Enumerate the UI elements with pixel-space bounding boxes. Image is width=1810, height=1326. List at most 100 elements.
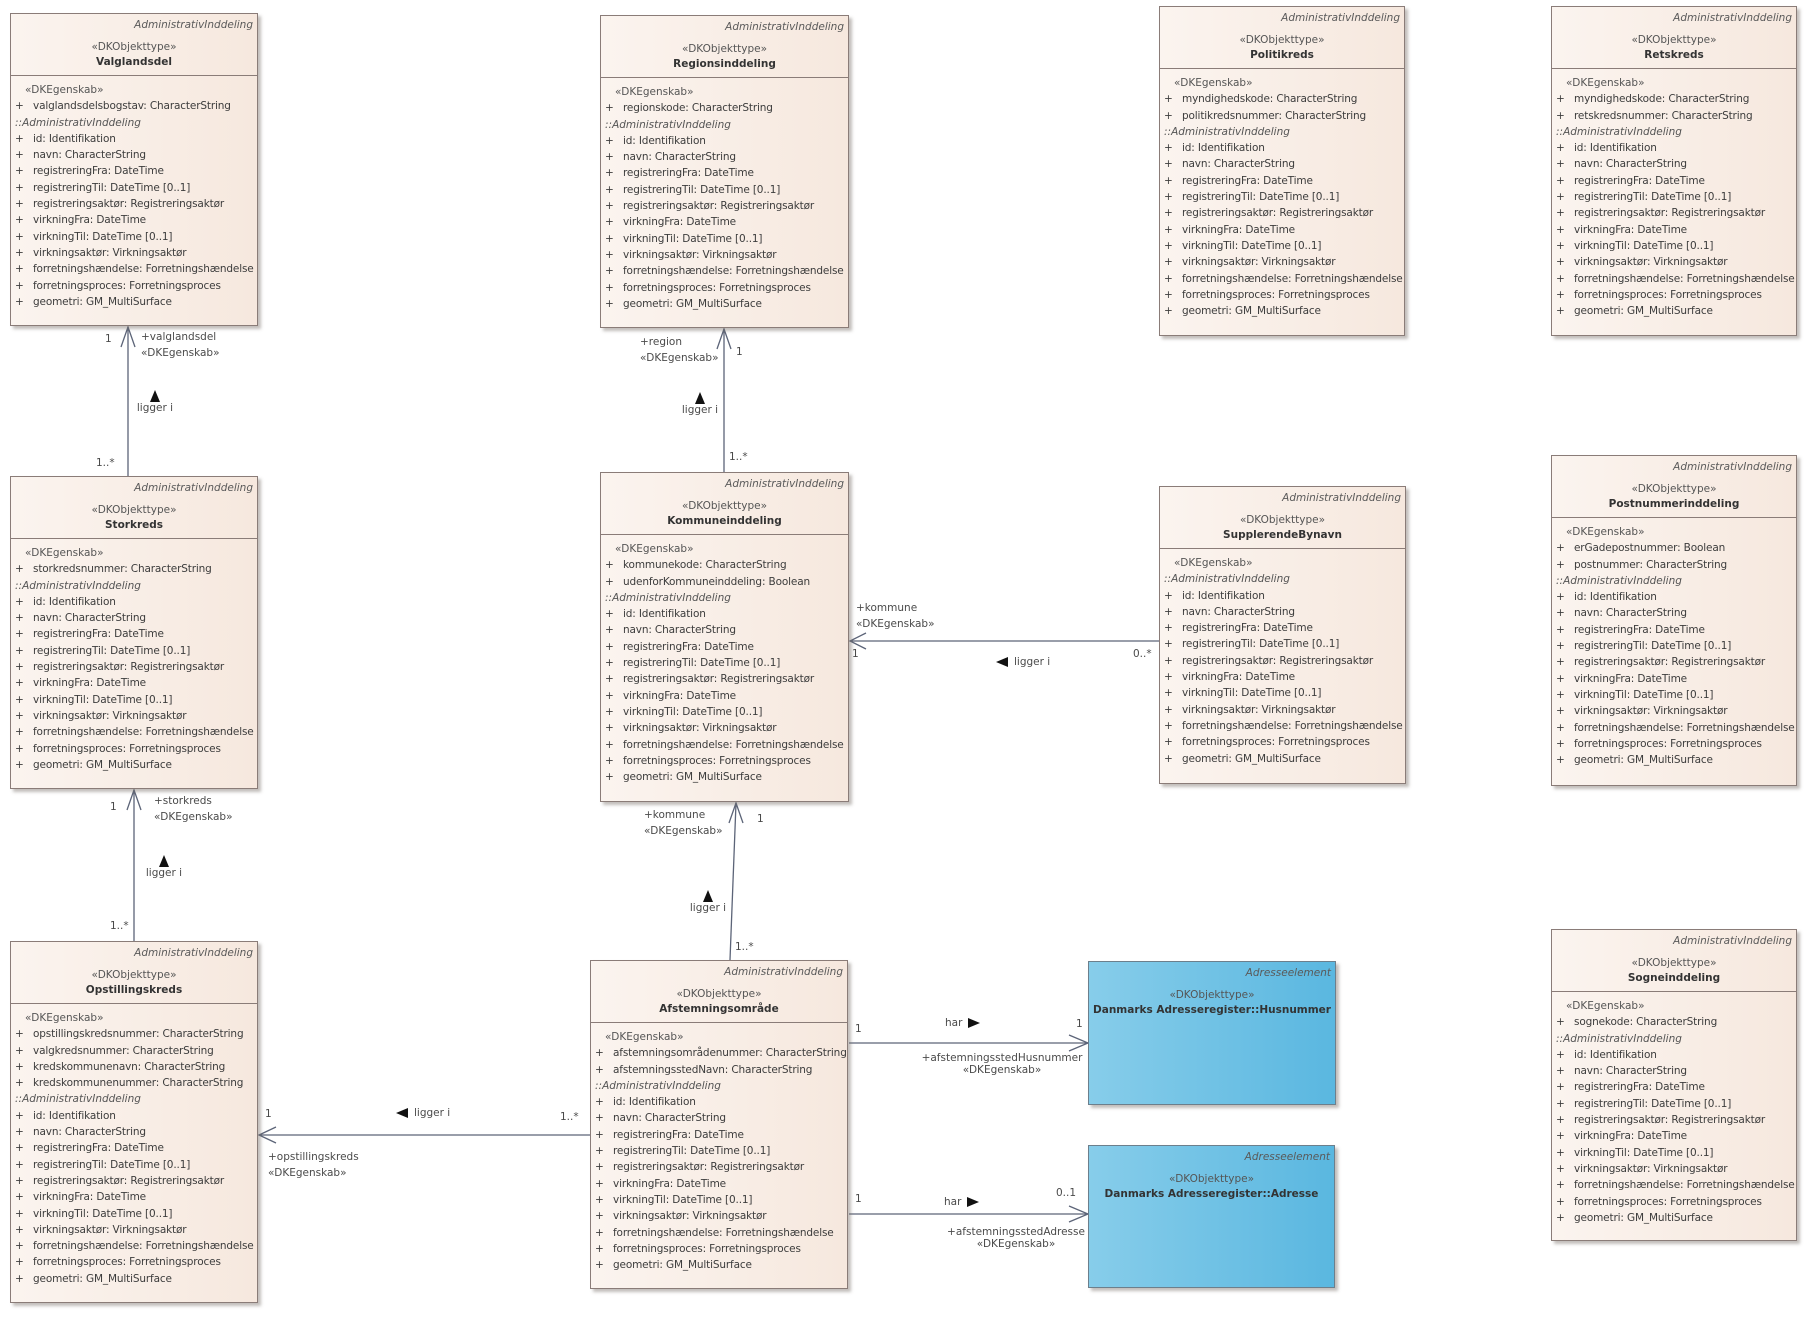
association-name: har bbox=[945, 1017, 981, 1029]
attribute-text: navn: CharacterString bbox=[1574, 1065, 1687, 1078]
attribute-row: +navn: CharacterString bbox=[11, 610, 257, 626]
role-label-group: +afstemningsstedHusnummer «DKEgenskab» bbox=[918, 1052, 1086, 1076]
attribute-row: +sognekode: CharacterString bbox=[1552, 1014, 1796, 1030]
visibility-public: + bbox=[1164, 256, 1173, 269]
class-sogneinddeling[interactable]: AdministrativInddeling «DKObjekttype» So… bbox=[1551, 929, 1797, 1241]
attribute-text: virkningsaktør: Virkningsaktør bbox=[33, 1223, 187, 1236]
class-kommuneinddeling[interactable]: AdministrativInddeling «DKObjekttype» Ko… bbox=[600, 472, 849, 802]
class-name: Retskreds bbox=[1644, 49, 1704, 61]
attribute-stereotype: «DKEgenskab» bbox=[1174, 77, 1253, 89]
class-adresse[interactable]: Adresseelement «DKObjekttype» Danmarks A… bbox=[1088, 1145, 1335, 1288]
class-afstemningsomraade[interactable]: AdministrativInddeling «DKObjekttype» Af… bbox=[590, 960, 848, 1289]
attribute-text: registreringsaktør: Registreringsaktør bbox=[623, 673, 815, 686]
attribute-row: +forretningsproces: Forretningsproces bbox=[1552, 736, 1796, 752]
multiplicity-label: 1..* bbox=[729, 451, 748, 463]
visibility-public: + bbox=[15, 1240, 24, 1253]
class-retskreds[interactable]: AdministrativInddeling «DKObjekttype» Re… bbox=[1551, 6, 1797, 336]
attribute-row: +registreringFra: DateTime bbox=[601, 165, 848, 181]
association-name: ligger i bbox=[396, 1107, 450, 1119]
attribute-text: registreringFra: DateTime bbox=[33, 628, 164, 641]
attribute-list: «DKEgenskab»+myndighedskode: CharacterSt… bbox=[1552, 69, 1796, 319]
attribute-row: +registreringFra: DateTime bbox=[591, 1127, 847, 1143]
attribute-row: +registreringTil: DateTime [0..1] bbox=[601, 182, 848, 198]
visibility-public: + bbox=[1556, 688, 1565, 701]
class-header: AdministrativInddeling «DKObjekttype» Va… bbox=[11, 14, 257, 76]
visibility-public: + bbox=[595, 1242, 604, 1255]
class-politikreds[interactable]: AdministrativInddeling «DKObjekttype» Po… bbox=[1159, 6, 1405, 336]
visibility-public: + bbox=[1556, 109, 1565, 122]
attribute-stereotype: «DKEgenskab» bbox=[25, 84, 104, 96]
attribute-row: +navn: CharacterString bbox=[1552, 605, 1796, 621]
attribute-row: +virkningFra: DateTime bbox=[1552, 671, 1796, 687]
direction-up-icon bbox=[150, 390, 160, 402]
class-regionsinddeling[interactable]: AdministrativInddeling «DKObjekttype» Re… bbox=[600, 15, 849, 328]
attribute-text: geometri: GM_MultiSurface bbox=[1182, 752, 1321, 765]
attribute-row: +kommunekode: CharacterString bbox=[601, 557, 848, 573]
class-header: AdministrativInddeling «DKObjekttype» Su… bbox=[1160, 487, 1405, 549]
attribute-text: forretningshændelse: Forretningshændelse bbox=[623, 738, 844, 751]
class-postnummerinddeling[interactable]: AdministrativInddeling «DKObjekttype» Po… bbox=[1551, 455, 1797, 786]
stereotype-label: «DKObjekttype» bbox=[91, 41, 177, 53]
attribute-text: forretningsproces: Forretningsproces bbox=[1574, 737, 1762, 750]
attribute-text: navn: CharacterString bbox=[623, 151, 736, 164]
package-label: AdministrativInddeling bbox=[725, 478, 844, 490]
visibility-public: + bbox=[1556, 754, 1565, 767]
attribute-row: +udenforKommuneinddeling: Boolean bbox=[601, 574, 848, 590]
attribute-text: virkningsaktør: Virkningsaktør bbox=[1182, 256, 1336, 269]
attribute-text: forretningshændelse: Forretningshændelse bbox=[613, 1226, 834, 1239]
attribute-text: forretningsproces: Forretningsproces bbox=[33, 1256, 221, 1269]
class-header: AdministrativInddeling «DKObjekttype» Op… bbox=[11, 942, 257, 1004]
attribute-text: virkningTil: DateTime [0..1] bbox=[613, 1193, 753, 1206]
attribute-row: +registreringTil: DateTime [0..1] bbox=[11, 180, 257, 196]
attribute-text: registreringsaktør: Registreringsaktør bbox=[1182, 654, 1374, 667]
inherited-section-header: ::AdministrativInddeling bbox=[1556, 1032, 1682, 1045]
inherited-section-header: ::AdministrativInddeling bbox=[605, 591, 731, 604]
visibility-public: + bbox=[1556, 542, 1565, 555]
attribute-text: registreringsaktør: Registreringsaktør bbox=[1574, 1114, 1766, 1127]
attribute-row: +virkningFra: DateTime bbox=[591, 1176, 847, 1192]
class-opstillingskreds[interactable]: AdministrativInddeling «DKObjekttype» Op… bbox=[10, 941, 258, 1303]
attribute-row: +navn: CharacterString bbox=[11, 147, 257, 163]
class-husnummer[interactable]: Adresseelement «DKObjekttype» Danmarks A… bbox=[1088, 961, 1336, 1105]
class-storkreds[interactable]: AdministrativInddeling «DKObjekttype» St… bbox=[10, 476, 258, 789]
visibility-public: + bbox=[15, 295, 24, 308]
attribute-text: id: Identifikation bbox=[1182, 589, 1265, 602]
attribute-text: registreringFra: DateTime bbox=[33, 165, 164, 178]
attribute-text: virkningTil: DateTime [0..1] bbox=[33, 693, 173, 706]
visibility-public: + bbox=[15, 595, 24, 608]
class-supplerendebynavn[interactable]: AdministrativInddeling «DKObjekttype» Su… bbox=[1159, 486, 1406, 784]
attribute-text: registreringFra: DateTime bbox=[1182, 174, 1313, 187]
association-label: ligger i bbox=[1014, 656, 1051, 668]
attribute-row: +forretningshændelse: Forretningshændels… bbox=[11, 261, 257, 277]
visibility-public: + bbox=[1556, 705, 1565, 718]
stereotype-label: «DKObjekttype» bbox=[1631, 34, 1717, 46]
attribute-text: forretningsproces: Forretningsproces bbox=[623, 754, 811, 767]
direction-up-icon bbox=[695, 392, 705, 404]
visibility-public: + bbox=[1556, 1114, 1565, 1127]
attribute-text: registreringTil: DateTime [0..1] bbox=[1574, 640, 1732, 653]
attribute-row: +registreringTil: DateTime [0..1] bbox=[11, 1157, 257, 1173]
visibility-public: + bbox=[605, 167, 614, 180]
attribute-row: +forretningshændelse: Forretningshændels… bbox=[1160, 718, 1405, 734]
attribute-text: forretningsproces: Forretningsproces bbox=[1574, 1195, 1762, 1208]
visibility-public: + bbox=[15, 1158, 24, 1171]
association-label: ligger i bbox=[681, 404, 719, 416]
role-stereotype-label: «DKEgenskab» bbox=[141, 347, 220, 359]
class-header: AdministrativInddeling «DKObjekttype» Af… bbox=[591, 961, 847, 1023]
visibility-public: + bbox=[15, 181, 24, 194]
attribute-row: +valglandsdelsbogstav: CharacterString bbox=[11, 98, 257, 114]
attribute-text: udenforKommuneinddeling: Boolean bbox=[623, 575, 810, 588]
visibility-public: + bbox=[15, 1109, 24, 1122]
attribute-row: +registreringTil: DateTime [0..1] bbox=[1552, 1096, 1796, 1112]
role-label: +storkreds bbox=[154, 795, 212, 807]
visibility-public: + bbox=[1164, 288, 1173, 301]
multiplicity-label: 1 bbox=[852, 648, 859, 660]
attribute-row: +navn: CharacterString bbox=[601, 149, 848, 165]
class-valglandsdel[interactable]: AdministrativInddeling «DKObjekttype» Va… bbox=[10, 13, 258, 326]
attribute-row: +forretningshændelse: Forretningshændels… bbox=[11, 724, 257, 740]
visibility-public: + bbox=[1164, 207, 1173, 220]
attribute-text: virkningsaktør: Virkningsaktør bbox=[33, 709, 187, 722]
visibility-public: + bbox=[1556, 93, 1565, 106]
attribute-row: +virkningTil: DateTime [0..1] bbox=[601, 231, 848, 247]
attribute-row: +navn: CharacterString bbox=[1160, 604, 1405, 620]
